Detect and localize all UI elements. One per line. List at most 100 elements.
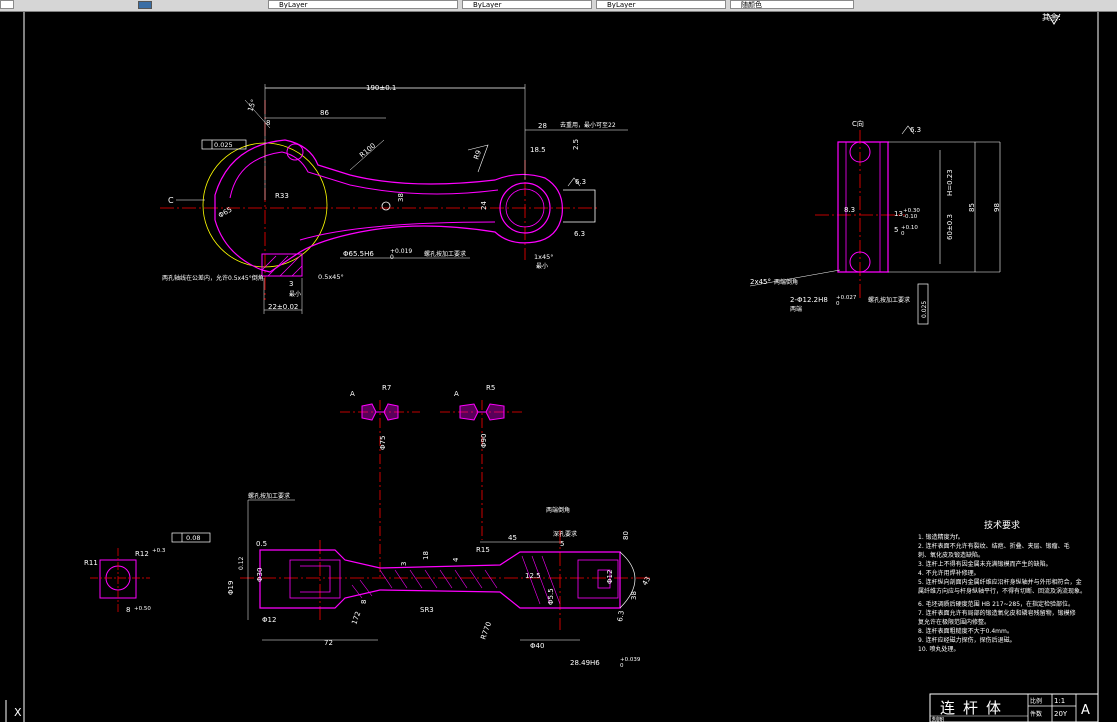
dim-2-5: 2.5: [572, 139, 580, 150]
top-view: 190±0.1 86 8 15° R100 R9 38 24 R33 Φ65 C…: [160, 84, 628, 314]
material-label: 件数: [1030, 710, 1042, 718]
small-end-inner: [505, 188, 545, 228]
front-0-5: 0.5: [256, 540, 267, 548]
side-chamfer-note: 两端倒角: [774, 278, 798, 286]
toolbar: ByLayer ByLayer ByLayer 随颜色: [0, 0, 1117, 12]
mass-note: 两孔轴线在公差内，允许0.5x45°倒角: [162, 274, 264, 282]
front-d8-tol: +0.50: [134, 606, 151, 612]
model-space: [0, 12, 1117, 722]
front-d30: Φ30: [256, 568, 264, 582]
tech-req-1: 1. 锻造精度为f。: [918, 533, 964, 541]
dim-3: 3: [289, 280, 293, 288]
front-final-bore: 28.49H6: [570, 659, 600, 667]
rod-inner-rib: [229, 151, 499, 199]
front-bolt-req: 螺孔按加工要求: [248, 492, 290, 500]
rod-inner-rib-2: [299, 221, 496, 241]
section-block: [261, 253, 303, 277]
color-field[interactable]: ByLayer: [268, 0, 458, 9]
bore-tol-lower: 0: [390, 254, 394, 261]
side-8-3: 8.3: [844, 206, 855, 214]
oil-hole: [381, 201, 391, 211]
toolbar-left-stub[interactable]: [0, 0, 14, 9]
front-d8: 8: [126, 606, 130, 614]
dim-6-3-top: 6.3: [575, 178, 586, 186]
side-bottom-hole: [849, 251, 871, 273]
plotstyle-field[interactable]: 随颜色: [730, 0, 854, 9]
dim-15: 15°: [246, 98, 258, 112]
front-d5-5: Φ5.5: [547, 588, 555, 605]
dim-6-3-bot: 6.3: [574, 230, 585, 238]
side-view: C向 6.3 85 98 60±0.3 H=0.23 13 +0.30 -0.1…: [749, 119, 1001, 325]
tech-req-9: 9. 连杆应经磁力探伤，探伤后退磁。: [918, 636, 1016, 644]
dim-86: 86: [320, 109, 329, 117]
front-0-12: 0.12: [238, 556, 245, 570]
c-view-label: C向: [852, 119, 864, 128]
tech-req-5b: 属纤维方向应与杆身纵轴平行，不得有切断、回流及涡流现象。: [918, 587, 1086, 595]
layer-icon[interactable]: [138, 1, 152, 9]
chamfer-0-5: 0.5x45°: [318, 273, 344, 281]
dim-r9: R9: [472, 149, 483, 161]
side-5-tol: +0.10: [901, 225, 918, 231]
perp-value: 0.025: [921, 301, 928, 318]
front-d43: 43: [641, 575, 652, 587]
front-hatch: [351, 555, 561, 605]
dim-190: 190±0.1: [366, 84, 396, 92]
section-hatch: [261, 255, 303, 277]
section-1-d: Φ75: [379, 436, 387, 450]
front-d12: Φ12: [606, 570, 614, 584]
cad-drawing[interactable]: 其余: 190±0.1 86 8 15° R100: [0, 12, 1117, 722]
front-final-tol2: 0: [620, 663, 624, 669]
side-13-tol2: -0.10: [903, 214, 918, 220]
front-6-3: 6.3: [616, 610, 626, 622]
tech-req-7b: 复允许在极限范围内修整。: [918, 618, 990, 626]
side-hole-tol: +0.027: [836, 295, 857, 301]
side-13-tol: +0.30: [903, 208, 920, 214]
sheet-size: A: [1081, 703, 1090, 718]
drawn-label: 制图: [932, 716, 944, 722]
part-name: 连杆体: [940, 699, 1009, 717]
dim-38: 38: [397, 193, 405, 202]
front-flatness-frame: [171, 532, 211, 543]
rod-outline: [214, 139, 563, 273]
side-5-tol2: 0: [901, 231, 905, 237]
both-ends: 最小: [536, 262, 548, 270]
tech-requirements: 技术要求 1. 锻造精度为f。 2. 连杆表面不允许有裂纹、结疤、折叠、夹层、锻…: [918, 519, 1086, 653]
front-sr3: SR3: [420, 606, 434, 614]
tech-req-title: 技术要求: [984, 519, 1020, 531]
front-final-tol: +0.039: [620, 657, 641, 663]
view-label-c: C: [168, 196, 174, 205]
dim-r33: R33: [275, 192, 289, 200]
front-12-5: 12.5: [525, 572, 541, 580]
front-d19: Φ19: [227, 581, 235, 595]
front-3: 3: [400, 562, 408, 566]
side-98: 98: [993, 203, 1001, 212]
material-value: 20Y: [1054, 710, 1068, 718]
section-views: R7 A Φ75 R5 A Φ90: [340, 384, 525, 580]
dim-18-5: 18.5: [530, 146, 546, 154]
front-bore-note: 两端倒角: [546, 506, 570, 514]
front-flatness: 0.08: [186, 534, 200, 542]
side-top-hole: [849, 141, 871, 163]
front-72: 72: [324, 639, 333, 647]
front-r15: R15: [476, 546, 490, 554]
section-2-r: R5: [486, 384, 495, 392]
small-end-bore: [499, 182, 551, 234]
dim-24: 24: [480, 201, 488, 210]
flatness-value: 0.025: [214, 141, 233, 149]
side-13: 13: [894, 210, 903, 218]
front-hole-dep: 深孔要求: [553, 530, 577, 538]
section-1-r: R7: [382, 384, 391, 392]
front-5: 5: [560, 540, 564, 548]
side-both: 两端: [790, 305, 802, 313]
side-hole-tol2: 0: [836, 301, 840, 307]
tech-req-10: 10. 喷丸处理。: [918, 645, 959, 653]
tech-req-8: 8. 连杆表面粗糙度不大于0.4mm。: [918, 627, 1013, 635]
section-2-a: A: [454, 390, 459, 398]
linetype-field[interactable]: ByLayer: [462, 0, 592, 9]
tech-req-3: 3. 连杆上不得有因金属未充满锻模而产生的缺陷。: [918, 560, 1052, 568]
scale-label: 比例: [1030, 697, 1042, 705]
bolt-boss: [286, 143, 304, 161]
bore-note: 螺孔按加工要求: [424, 250, 466, 258]
chamfer-1x45: 1x45°: [534, 253, 554, 261]
lineweight-field[interactable]: ByLayer: [596, 0, 726, 9]
